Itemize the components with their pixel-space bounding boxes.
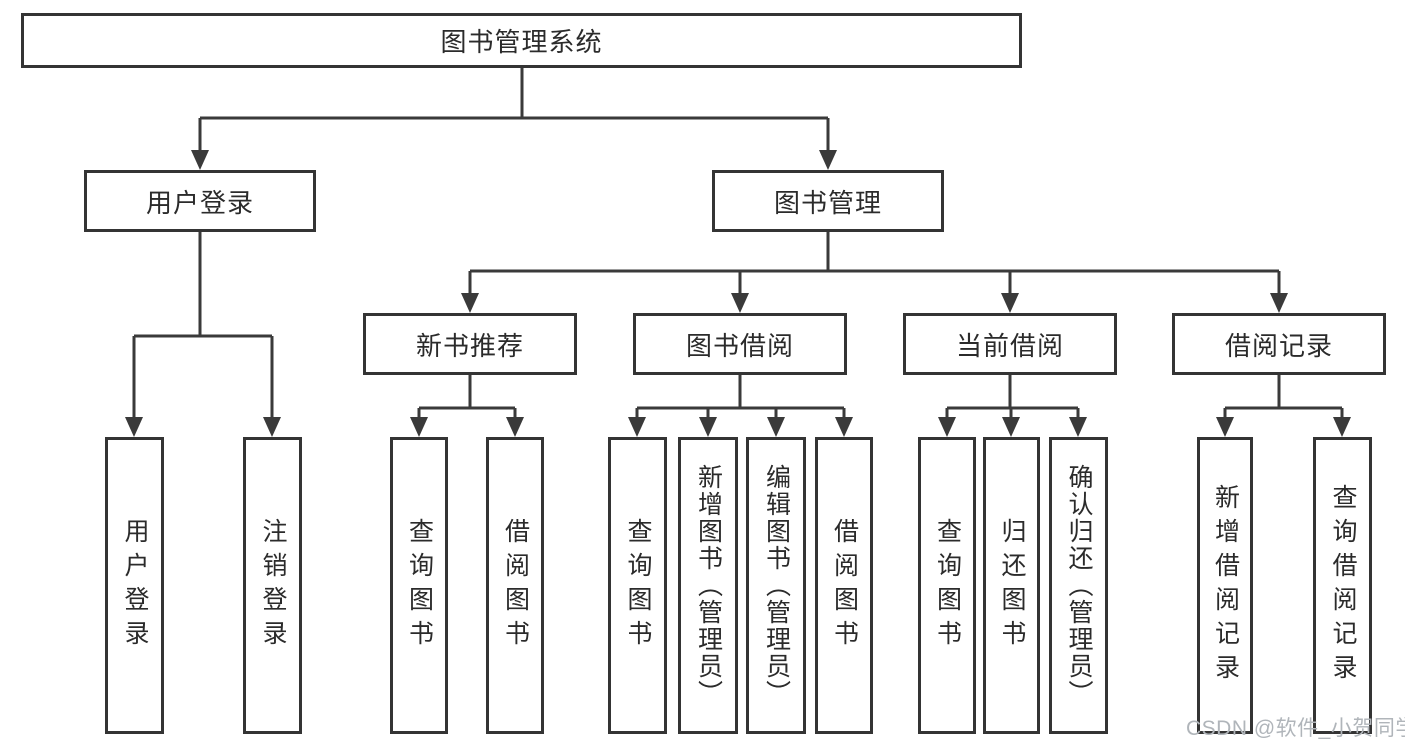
- leaf-query-books-recommend: 查询图书: [390, 437, 448, 734]
- leaf-add-books-admin: 新增图书（管理员）: [678, 437, 738, 734]
- leaf-borrow-books-recommend: 借阅图书: [486, 437, 544, 734]
- leaf-query-borrow-record: 查询借阅记录: [1313, 437, 1372, 734]
- leaf-add-borrow-record: 新增借阅记录: [1197, 437, 1253, 734]
- leaf-edit-books-admin: 编辑图书（管理员）: [746, 437, 806, 734]
- leaf-query-books-borrow: 查询图书: [608, 437, 667, 734]
- leaf-logout: 注销登录: [243, 437, 302, 734]
- node-root: 图书管理系统: [21, 13, 1022, 68]
- node-new-book-recommend: 新书推荐: [363, 313, 577, 375]
- node-book-borrow: 图书借阅: [633, 313, 847, 375]
- node-book-management: 图书管理: [712, 170, 944, 232]
- node-user-login: 用户登录: [84, 170, 316, 232]
- csdn-watermark: CSDN @软件_小贺同学: [1186, 717, 1405, 740]
- leaf-return-books: 归还图书: [983, 437, 1040, 734]
- node-current-borrow: 当前借阅: [903, 313, 1117, 375]
- node-borrow-records: 借阅记录: [1172, 313, 1386, 375]
- leaf-user-login: 用户登录: [105, 437, 164, 734]
- leaf-confirm-return-admin: 确认归还（管理员）: [1049, 437, 1108, 734]
- leaf-borrow-books: 借阅图书: [815, 437, 873, 734]
- leaf-query-books-current: 查询图书: [918, 437, 976, 734]
